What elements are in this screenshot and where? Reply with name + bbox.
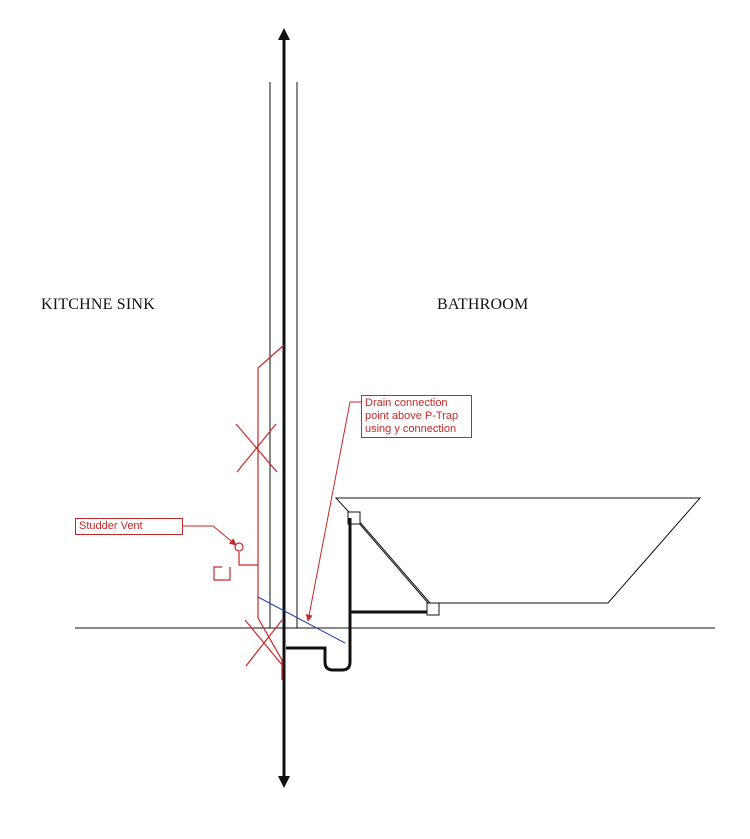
kitchen-sink-label: KITCHNE SINK	[41, 296, 155, 313]
bathtub-outline	[334, 497, 702, 604]
bathroom-label: BATHROOM	[437, 296, 529, 313]
p-trap-icon	[286, 612, 352, 672]
x-mark-icon	[235, 423, 278, 473]
drain-leader-line	[305, 401, 362, 622]
drain-note-line-1: Drain connection	[365, 397, 448, 409]
proposed-drain-line	[257, 596, 346, 644]
drain-note-line-2: point above P-Trap	[365, 410, 459, 422]
x-mark-icon	[244, 619, 284, 667]
kitchen-vent-pipe	[257, 344, 285, 680]
studder-vent-note: Studder Vent	[75, 518, 183, 535]
drain-connection-note: Drain connection point above P-Trap usin…	[361, 395, 472, 438]
tub-drain-block	[426, 602, 440, 616]
double-arrow-icon	[278, 28, 290, 788]
vent-leader-line	[183, 525, 237, 546]
drain-note-line-3: using y connection	[365, 423, 457, 435]
bathtub	[334, 497, 702, 616]
p-trap-pipe	[286, 612, 352, 672]
bathtub-inner-wall	[357, 519, 431, 604]
studor-vent-icon	[213, 542, 258, 581]
tub-waste-pipe	[348, 518, 427, 614]
